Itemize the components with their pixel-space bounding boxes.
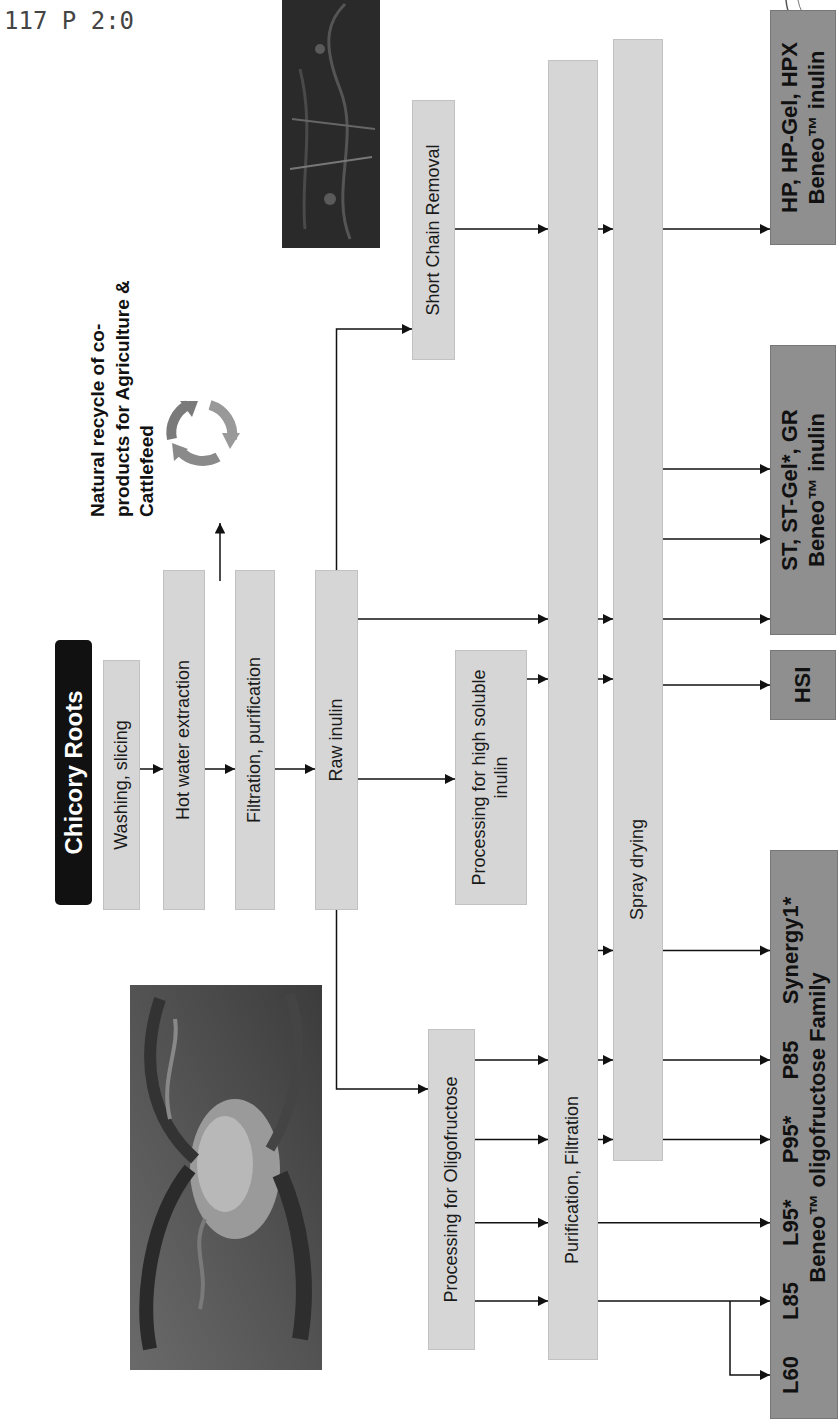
flow-arrow [663,950,770,952]
product-label: HSI [789,667,817,704]
process-box: Purification, Filtration [548,60,598,1360]
process-box: Washing, slicing [103,660,140,910]
process-label: Washing, slicing [111,720,133,849]
product-box: HP, HP-Gel, HPXBeneo™ inulin [770,10,836,245]
flow-arrow [598,1139,613,1141]
split-arrow [598,1301,770,1375]
product-label: L60 L85 L95* P95* P85 Synergy1* [777,897,805,1394]
recycle-icon [171,401,240,461]
flow-arrow [140,768,163,770]
flow-arrow [598,1300,770,1302]
process-label: Spray drying [627,819,649,920]
flow-arrow [663,468,770,470]
process-label: Hot water extraction [173,660,195,820]
flow-arrow [475,1300,548,1302]
flow-arrow [663,228,770,230]
flow-arrow [663,538,770,540]
flow-arrow [337,910,429,1089]
note-text: Natural recycle of co-products for Agric… [86,249,160,517]
title-text: Chicory Roots [60,691,88,855]
process-box: Processing for Oligofructose [428,1029,475,1350]
flow-arrow [598,678,613,680]
process-box: Filtration, purification [235,570,275,910]
flow-arrow [663,1139,770,1141]
flow-arrow [598,618,613,620]
flow-arrow [475,1222,548,1224]
field-photo [282,0,380,248]
title-box: Chicory Roots [55,640,92,905]
process-label: Raw inulin [326,698,348,781]
flow-arrow [358,778,455,780]
flow-arrow [205,768,235,770]
flow-arrow [337,329,413,570]
flow-arrow [455,228,548,230]
process-box: Short Chain Removal [412,100,455,360]
process-label: Processing for Oligofructose [441,1076,463,1302]
process-label: Processing for high soluble inulin [469,661,512,894]
product-box: HSI [770,650,836,720]
process-box: Raw inulin [315,570,358,910]
flow-arrow [663,618,770,620]
stamp-text: 117 P 2:0 [4,6,134,37]
product-label: HP, HP-Gel, HPX [776,42,804,213]
product-label: ST, ST-Gel*, GR [776,409,804,570]
flow-arrow [358,618,548,620]
flow-arrow [663,1059,770,1061]
product-box: L60 L85 L95* P95* P85 Synergy1*Beneo™ ol… [770,850,838,1419]
flow-arrow [598,1059,613,1061]
flow-arrow [275,768,315,770]
flow-arrow [730,1301,770,1375]
process-box: Spray drying [613,39,663,1161]
flow-arrow [475,1059,548,1061]
flow-arrow [663,684,770,686]
recycle-arrow [219,523,221,581]
process-label: Filtration, purification [244,657,266,823]
product-box: ST, ST-Gel*, GRBeneo™ inulin [770,345,836,635]
flow-arrow [598,1222,770,1224]
process-box: Processing for high soluble inulin [455,650,527,905]
flow-arrow [475,1139,548,1141]
process-label: Short Chain Removal [423,144,445,315]
product-label: Beneo™ oligofructose Family [804,972,832,1283]
process-label: Purification, Filtration [562,1096,584,1264]
chicory-photo [130,985,322,1370]
product-label: Beneo™ inulin [803,51,831,205]
flow-arrow [598,950,613,952]
flow-arrow [598,228,613,230]
flow-arrow [527,678,548,680]
product-label: Beneo™ inulin [803,413,831,567]
process-box: Hot water extraction [163,570,205,910]
